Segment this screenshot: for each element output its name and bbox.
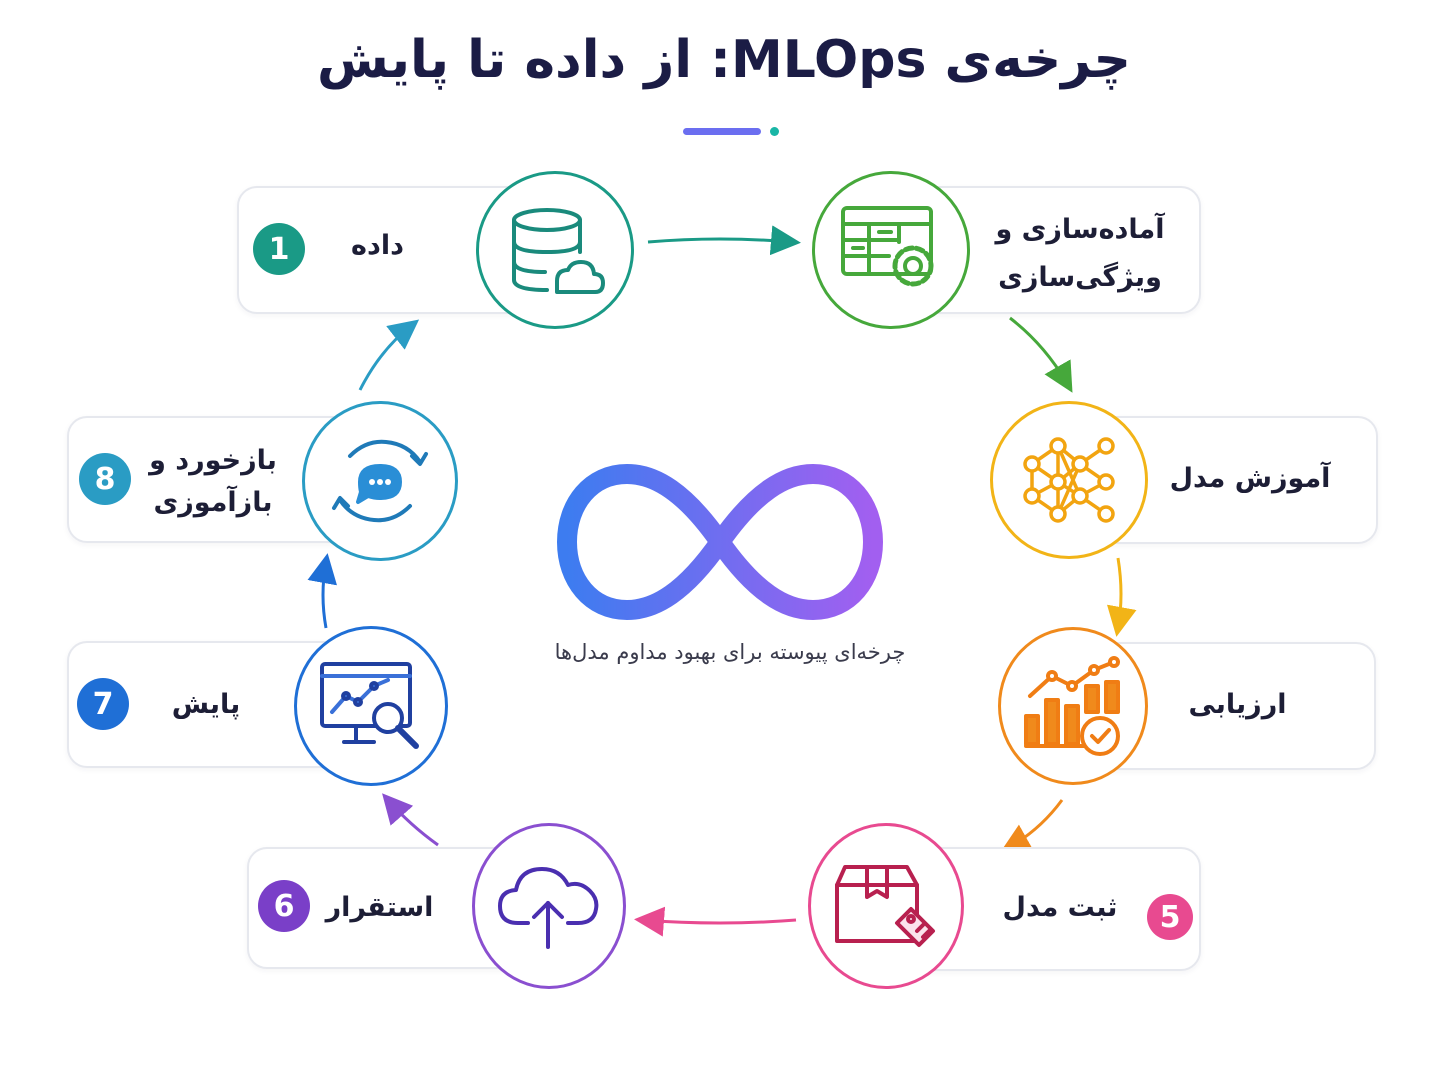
database-cloud-icon [512, 208, 605, 294]
infinity-loop-icon [557, 464, 883, 620]
arrow-7-to-8 [307, 553, 338, 629]
step-label-feedback-line2: بازآموزی [153, 487, 273, 518]
step-icon-circle-preparation [812, 171, 970, 329]
box-tag-icon [835, 865, 935, 947]
step-number-badge: 8 [79, 453, 131, 505]
step-label-preparation-line1: آماده‌سازی و [995, 214, 1165, 245]
step-label-feedback-line1: بازخورد و [149, 445, 277, 476]
step-number-badge: 6 [258, 880, 310, 932]
cloud-upload-icon [498, 867, 599, 949]
neural-network-icon [1023, 437, 1115, 523]
step-icon-circle-evaluation [998, 627, 1148, 785]
step-icon-circle-data [476, 171, 634, 329]
step-label-monitoring: پایش [171, 689, 241, 720]
page-title: چرخه‌ی MLOps: از داده تا پایش [316, 30, 1131, 90]
arrow-3-to-4 [1106, 557, 1137, 637]
step-icon-circle-monitoring [294, 626, 448, 786]
step-icon-circle-deployment [472, 823, 626, 989]
step-number-badge: 7 [77, 678, 129, 730]
arrow-1-to-2 [647, 225, 801, 256]
arrow-4-to-5 [1000, 799, 1064, 853]
monitor-magnifier-icon [320, 662, 419, 749]
step-label-deployment: استقرار [325, 892, 434, 923]
step-label-preparation-line2: ویژگی‌سازی [998, 262, 1162, 293]
step-number-badge: 1 [253, 223, 305, 275]
step-label-data: داده [351, 230, 404, 261]
step-number-badge: 5 [1147, 894, 1193, 940]
title-dot [770, 127, 779, 136]
step-label-registry: ثبت مدل [1002, 892, 1118, 923]
step-icon-circle-registry [808, 823, 964, 989]
table-gear-icon [841, 206, 934, 287]
arrow-8-to-1 [358, 319, 420, 391]
chat-refresh-icon [332, 439, 428, 523]
step-label-training: آموزش مدل [1169, 463, 1331, 494]
step-label-evaluation: ارزیابی [1188, 689, 1287, 720]
arrow-6-to-7 [382, 793, 439, 847]
bar-chart-check-icon [1024, 656, 1120, 756]
center-caption: چرخه‌ای پیوسته برای بهبود مداوم مدل‌ها [554, 640, 906, 664]
arrow-2-to-3 [1009, 316, 1073, 393]
arrow-5-to-6 [634, 906, 797, 937]
step-icon-circle-training [990, 401, 1148, 559]
step-icon-circle-feedback [302, 401, 458, 561]
title-underline [683, 128, 761, 135]
